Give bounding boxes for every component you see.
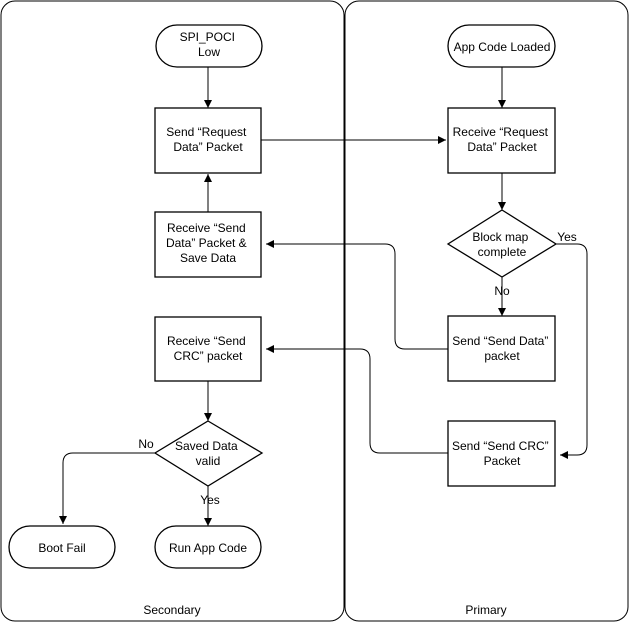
edge-send-crc-to-receive-crc [266, 345, 448, 454]
node-receive-request-data-line1: Receive “Request [453, 125, 549, 139]
node-receive-send-data-line2: Data” Packet & [166, 236, 247, 250]
svg-text:Receive “Request Data” P: Receive “Request Data” Packet [453, 125, 552, 154]
node-app-code-loaded[interactable]: App Code Loaded [447, 24, 556, 68]
swimlane-primary: Primary [344, 0, 629, 622]
node-receive-send-data[interactable]: Receive “Send Data” Packet & Save Data [154, 211, 262, 278]
edges [59, 67, 588, 526]
node-receive-send-crc[interactable]: Receive “Send CRC” packet [154, 316, 262, 382]
node-send-send-data[interactable]: Send “Send Data” packet [447, 315, 556, 382]
node-block-map-complete-line2: complete [478, 245, 527, 259]
node-block-map-complete[interactable]: Block map complete [446, 209, 558, 278]
lane-label-secondary: Secondary [143, 603, 200, 617]
svg-text:Saved Data valid: Saved Data valid [175, 439, 241, 468]
node-run-app-code[interactable]: Run App Code [154, 525, 262, 569]
node-send-request-data[interactable]: Send “Request Data” Packet [154, 107, 262, 174]
edge-label-saved-valid-no: No [138, 437, 154, 451]
edge-label-block-map-yes: Yes [557, 230, 577, 244]
edge-label-block-map-no: No [494, 284, 510, 298]
node-saved-data-valid[interactable]: Saved Data valid [153, 420, 264, 487]
edge-label-saved-valid-yes: Yes [200, 493, 220, 507]
node-receive-request-data-line2: Data” Packet [467, 140, 537, 154]
node-run-app-code-label: Run App Code [169, 541, 247, 555]
svg-text:Send “Send Data” packet: Send “Send Data” packet [452, 334, 551, 363]
node-send-send-crc-line1: Send “Send CRC” [452, 439, 549, 453]
node-receive-send-crc-line2: CRC” packet [174, 349, 243, 363]
node-send-send-data-line1: Send “Send Data” [452, 334, 548, 348]
edge-block-map-yes [556, 243, 588, 459]
edge-saved-valid-no [59, 452, 155, 524]
node-app-code-loaded-label: App Code Loaded [454, 40, 551, 54]
node-saved-data-valid-line2: valid [196, 454, 221, 468]
node-send-request-data-line2: Data” Packet [173, 140, 243, 154]
node-send-send-crc[interactable]: Send “Send CRC” Packet [447, 420, 556, 487]
node-spi-poci-low[interactable]: SPI_POCI Low [155, 24, 263, 68]
node-receive-request-data[interactable]: Receive “Request Data” Packet [447, 107, 556, 174]
svg-text:Block map complete: Block map complete [472, 230, 531, 259]
node-boot-fail[interactable]: Boot Fail [8, 525, 116, 569]
svg-text:Receive “Send Data” Pack: Receive “Send Data” Packet & Save Data [166, 221, 250, 265]
node-spi-poci-low-line2: Low [198, 45, 220, 59]
edge-send-data-to-receive-send-data [266, 240, 448, 350]
svg-text:Send “Send CRC” Packet: Send “Send CRC” Packet [452, 439, 552, 468]
node-receive-send-data-line1: Receive “Send [167, 221, 246, 235]
node-saved-data-valid-line1: Saved Data [175, 439, 238, 453]
node-send-send-crc-line2: Packet [484, 454, 521, 468]
node-spi-poci-low-line1: SPI_POCI [180, 30, 235, 44]
lane-label-primary: Primary [465, 603, 506, 617]
node-boot-fail-label: Boot Fail [38, 541, 85, 555]
svg-text:Send “Request Data” Pack: Send “Request Data” Packet [166, 125, 249, 154]
node-send-send-data-line2: packet [484, 349, 520, 363]
node-receive-send-crc-line1: Receive “Send [167, 334, 246, 348]
node-send-request-data-line1: Send “Request [166, 125, 247, 139]
svg-text:SPI_POCI Low: SPI_POCI Low [180, 30, 239, 59]
svg-text:Receive “Send CRC” packe: Receive “Send CRC” packet [167, 334, 249, 363]
node-receive-send-data-line3: Save Data [180, 251, 236, 265]
node-block-map-complete-line1: Block map [472, 230, 528, 244]
